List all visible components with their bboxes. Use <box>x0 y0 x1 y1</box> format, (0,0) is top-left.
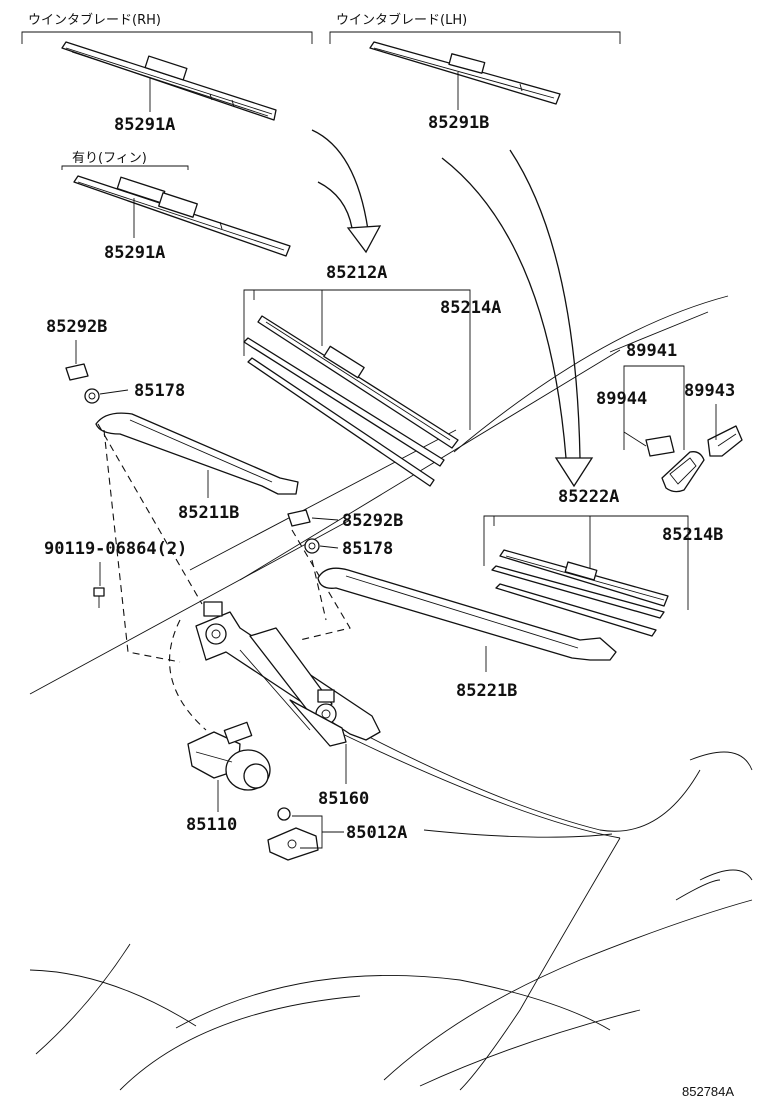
header-bracket-lh <box>329 31 621 44</box>
winter-blade-rh <box>61 41 277 121</box>
part-label-85291B: 85291B <box>428 113 489 133</box>
wiper-motor-85110 <box>187 721 271 791</box>
part-label-85292B-2: 85292B <box>342 511 403 531</box>
leader-85012A-body <box>423 829 613 838</box>
wiper-linkage-85160 <box>195 601 381 747</box>
part-label-85178-1: 85178 <box>134 381 185 401</box>
vehicle-body-outline <box>29 295 753 1091</box>
part-label-85110: 85110 <box>186 815 237 835</box>
clip-89943 <box>707 425 743 457</box>
wiper-rubber-rh <box>243 337 445 487</box>
header-fin-label: 有り(フィン) <box>72 151 147 166</box>
nut-85178-2 <box>304 538 320 554</box>
part-label-85292B-1: 85292B <box>46 317 107 337</box>
cap-85292B-2 <box>287 509 311 527</box>
cap-85292B-1 <box>65 363 89 381</box>
part-label-85214A: 85214A <box>440 298 501 318</box>
wiper-blade-rh <box>257 315 459 449</box>
header-bracket-rh <box>21 31 313 44</box>
part-label-85178-2: 85178 <box>342 539 393 559</box>
part-label-85291A-fin: 85291A <box>104 243 165 263</box>
winter-blade-lh <box>369 41 561 105</box>
wiper-blade-lh <box>499 549 669 607</box>
part-label-85212A: 85212A <box>326 263 387 283</box>
bracket-89941 <box>623 365 685 450</box>
header-lh-label: ウインタブレード(LH) <box>336 12 467 28</box>
flow-arrow-lh <box>441 149 594 488</box>
part-label-90119-06864: 90119-06864(2) <box>44 539 187 559</box>
nut-85178-1 <box>84 388 100 404</box>
winter-blade-fin <box>73 175 291 257</box>
bolt-90119 <box>93 587 105 608</box>
figure-reference-code: 852784A <box>682 1084 734 1099</box>
sensor-cover-89941 <box>661 451 705 493</box>
part-label-85160: 85160 <box>318 789 369 809</box>
part-label-85214B: 85214B <box>662 525 723 545</box>
part-label-89944: 89944 <box>596 389 647 409</box>
wiper-arm-85211B <box>95 412 299 495</box>
assembly-dashed-lines <box>97 423 351 731</box>
header-rh-label: ウインタブレード(RH) <box>28 12 161 28</box>
part-label-85291A-rh: 85291A <box>114 115 175 135</box>
wiper-arm-85221B <box>317 567 617 661</box>
bracket-85212A <box>243 289 471 430</box>
leader-89944 <box>623 431 647 447</box>
part-label-85211B: 85211B <box>178 503 239 523</box>
part-label-85222A: 85222A <box>558 487 619 507</box>
header-bracket-fin <box>61 165 189 170</box>
wiper-rubber-lh <box>491 565 665 637</box>
nut-85012A <box>277 807 291 821</box>
flow-arrow-rh <box>311 129 382 254</box>
sticker-89944 <box>645 435 675 457</box>
part-label-85221B: 85221B <box>456 681 517 701</box>
leader-85292B-2 <box>311 517 339 521</box>
bracket-85222A <box>483 515 689 610</box>
leader-85178-2 <box>319 545 339 549</box>
bracket-85012A <box>267 827 319 861</box>
part-label-89941: 89941 <box>626 341 677 361</box>
leader-85178-1 <box>99 389 129 395</box>
part-label-89943: 89943 <box>684 381 735 401</box>
part-label-85012A: 85012A <box>346 823 407 843</box>
